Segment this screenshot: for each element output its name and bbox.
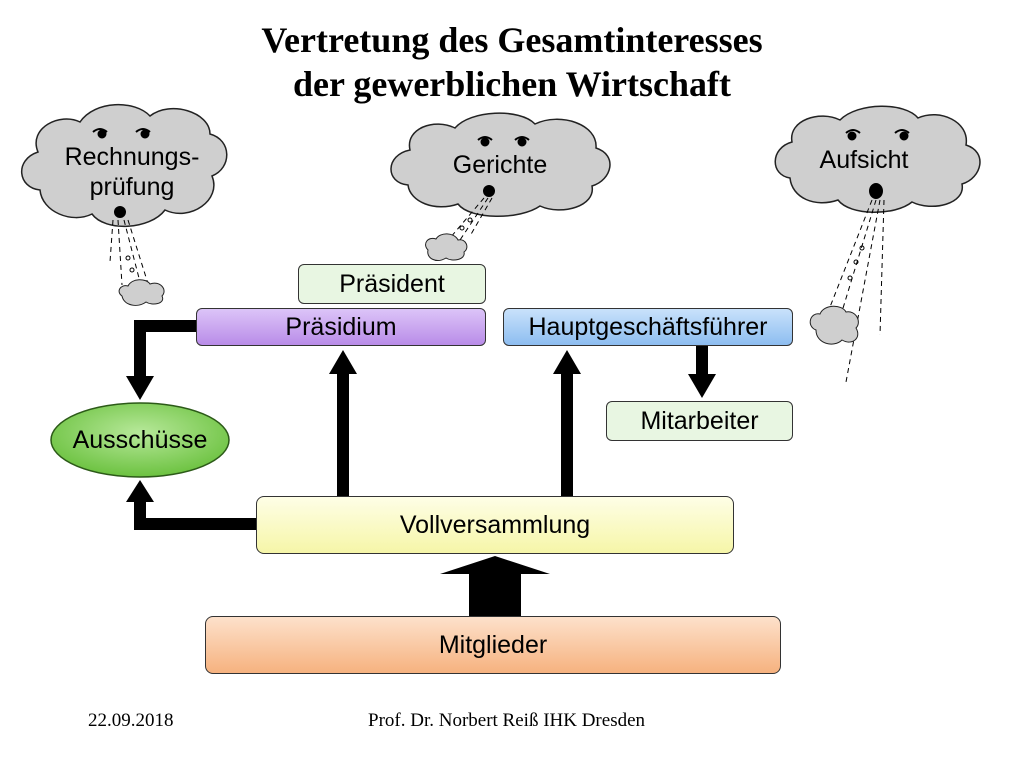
cloud-label-rechnungspruefung-line1: Rechnungs-	[64, 143, 200, 171]
eyes-icon	[92, 128, 910, 147]
cloud-gerichte	[390, 112, 611, 217]
arrow-praesidium-to-ausschuesse	[126, 320, 198, 400]
node-vollversammlung: Vollversammlung	[256, 496, 734, 554]
arrow-vollversammlung-to-ausschuesse	[126, 480, 258, 530]
puff-small-2	[425, 233, 468, 261]
puff-small-3	[809, 305, 859, 345]
arrow-hgf-to-mitarbeiter	[688, 346, 716, 398]
cloud-rechnungspruefung	[20, 104, 228, 227]
arrow-vollversammlung-to-hgf	[553, 350, 581, 496]
node-praesident: Präsident	[298, 264, 486, 304]
ausschuesse-shape	[50, 402, 230, 478]
footer-date: 22.09.2018	[88, 710, 174, 731]
arrow-vollversammlung-to-praesidium	[329, 350, 357, 496]
title-line-2: der gewerblichen Wirtschaft	[293, 64, 731, 104]
cloud-label-rechnungspruefung-line2: prüfung	[89, 173, 175, 201]
breath-rechnungspruefung	[109, 219, 151, 291]
puff-small-1	[118, 279, 165, 306]
cloud-label-rechnungspruefung: Rechnungs- prüfung	[52, 142, 212, 202]
mouth-icon	[114, 183, 883, 218]
node-mitglieder: Mitglieder	[205, 616, 781, 674]
breath-aufsicht	[827, 199, 885, 383]
node-mitarbeiter: Mitarbeiter	[606, 401, 793, 441]
title-line-1: Vertretung des Gesamtinteresses	[261, 20, 763, 60]
breath-gerichte	[449, 197, 493, 241]
node-praesidium: Präsidium	[196, 308, 486, 346]
cloud-label-gerichte: Gerichte	[452, 151, 548, 179]
node-hauptgeschaeftsfuehrer: Hauptgeschäftsführer	[503, 308, 793, 346]
cloud-label-aufsicht: Aufsicht	[819, 146, 909, 174]
node-ausschuesse: Ausschüsse	[72, 425, 208, 454]
arrow-mitglieder-to-vollversammlung	[440, 556, 550, 616]
cloud-aufsicht	[774, 105, 981, 213]
footer-author: Prof. Dr. Norbert Reiß IHK Dresden	[368, 710, 646, 731]
